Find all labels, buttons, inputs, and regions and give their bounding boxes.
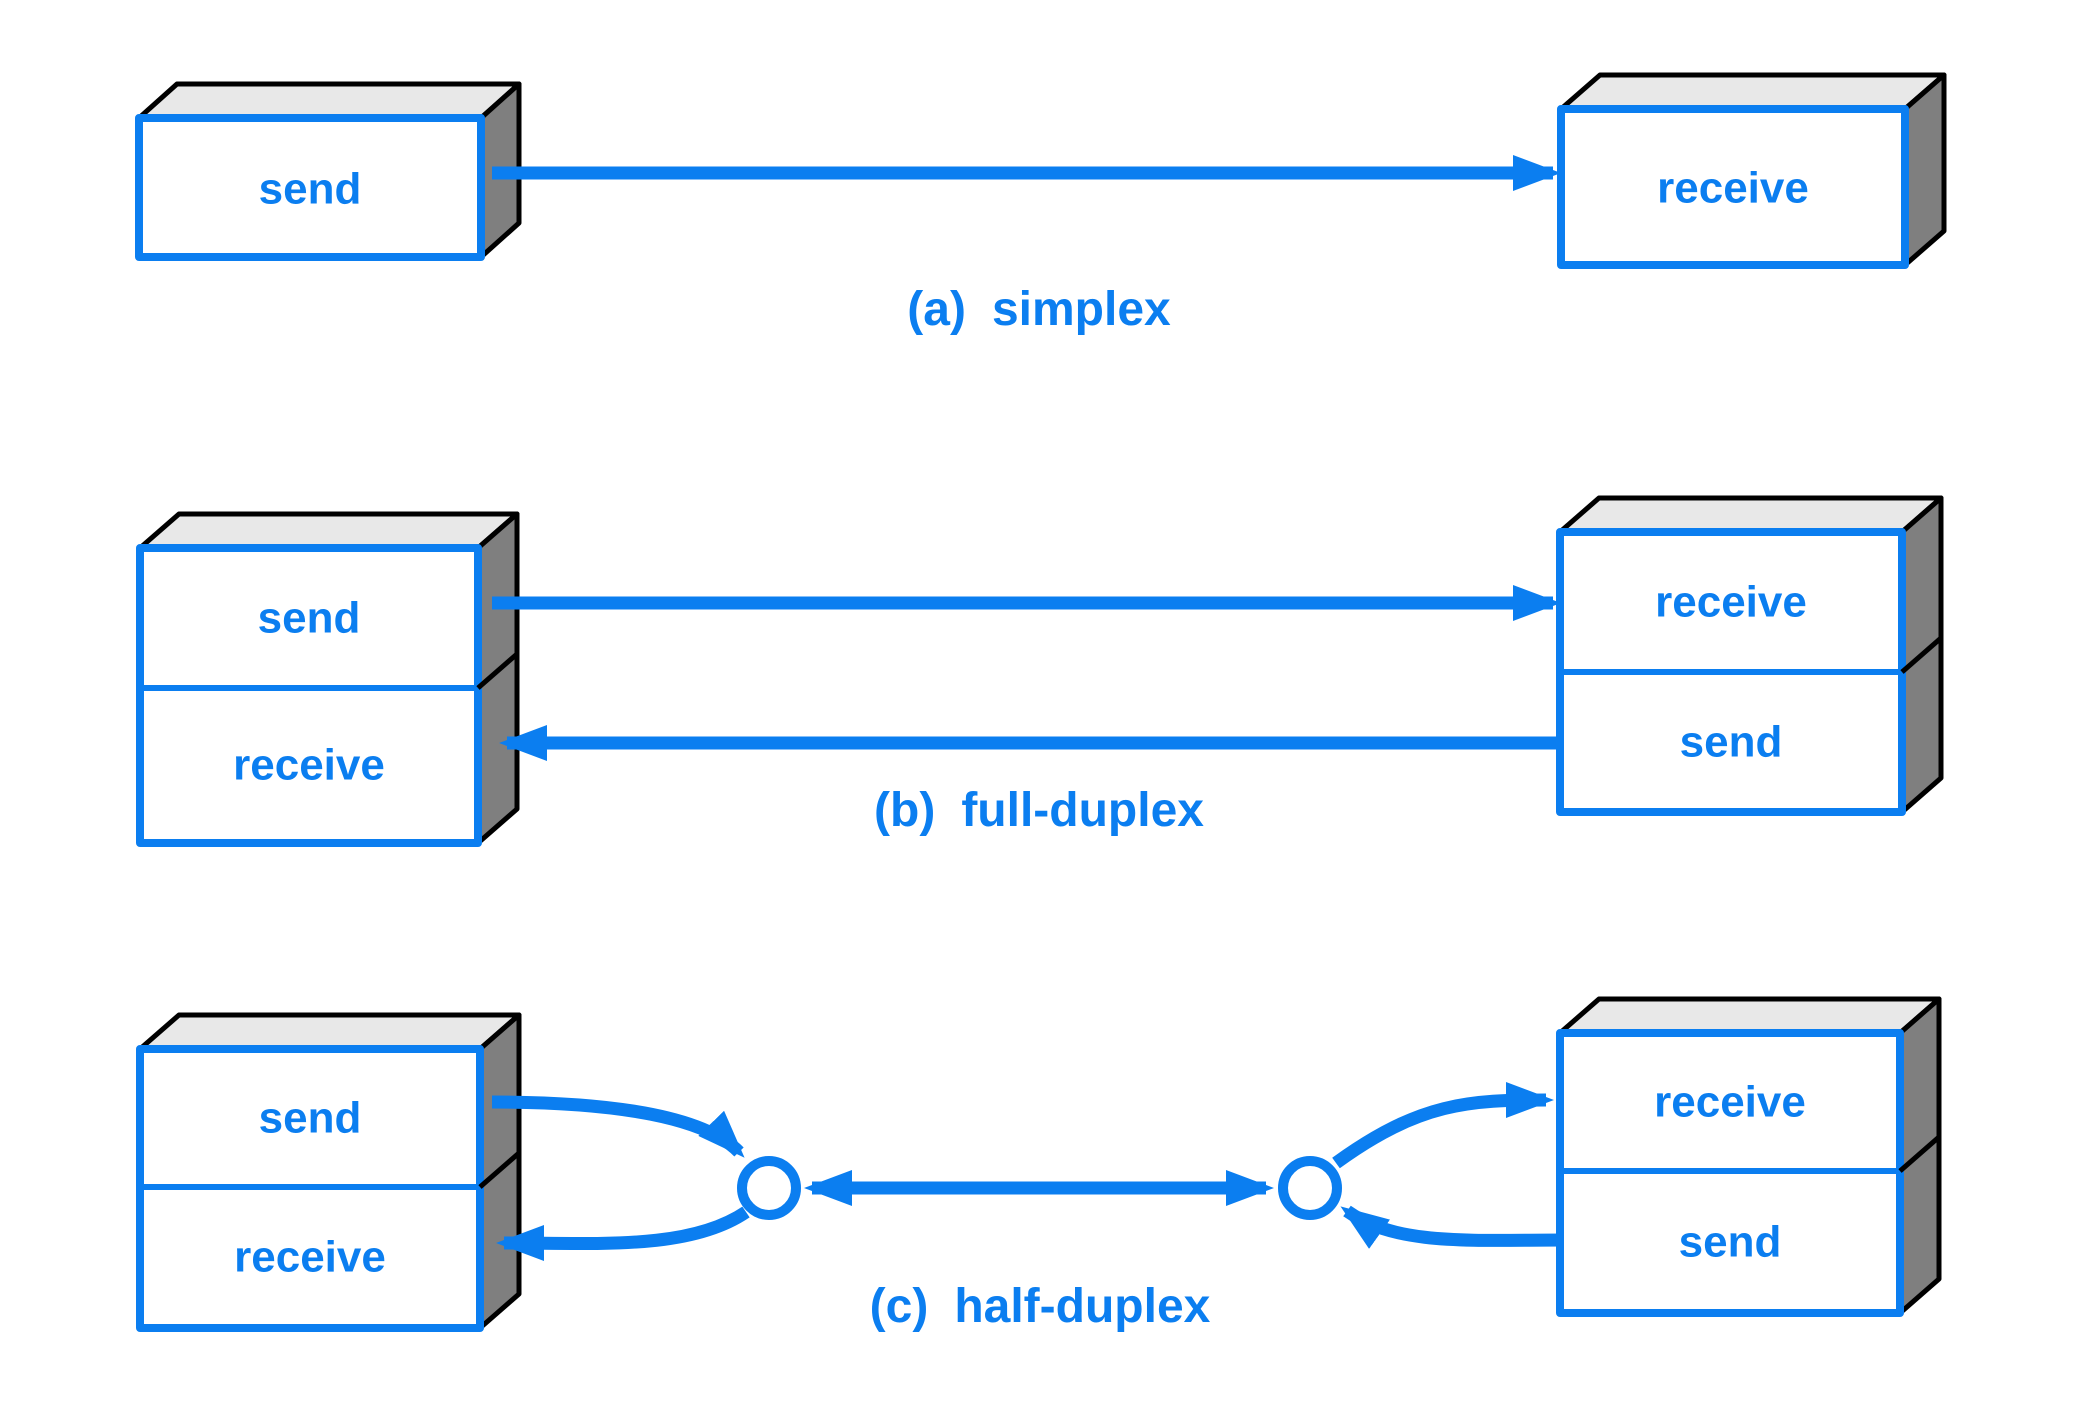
side-row-divider [478, 1151, 521, 1189]
half-duplex-right-stack: receive send [1556, 996, 1942, 1317]
send-label: send [259, 1094, 362, 1143]
half-duplex-right-send-arrow [1340, 1205, 1567, 1249]
left-junction-node [737, 1156, 801, 1220]
send-label: send [259, 165, 362, 214]
full-duplex-left-stack: send receive [136, 511, 520, 847]
full-duplex-right-stack: receive send [1556, 495, 1944, 816]
box-top-face [137, 1012, 522, 1052]
caption-full-duplex: (b) full-duplex [874, 784, 1204, 837]
receive-label: receive [1654, 1078, 1806, 1127]
simplex-sender-box: send [135, 81, 522, 261]
side-row-divider [476, 652, 519, 690]
box-front-face [135, 114, 485, 261]
caption-prefix: (c) [870, 1280, 929, 1333]
box-side-face [475, 511, 520, 846]
receive-label: receive [234, 1233, 386, 1282]
caption-text: simplex [992, 283, 1171, 336]
box-front-face [1557, 105, 1909, 269]
receive-label: receive [1655, 578, 1807, 627]
box-top-face [1557, 996, 1942, 1036]
send-label: send [1679, 1218, 1782, 1267]
half-duplex-left-send-arrow [491, 1095, 745, 1158]
box-front-face [136, 544, 482, 847]
side-row-divider [1898, 1135, 1941, 1173]
caption-text: full-duplex [961, 784, 1204, 837]
send-label: send [1680, 718, 1783, 767]
side-row-divider [1900, 636, 1943, 674]
box-side-face [1902, 72, 1947, 268]
caption-prefix: (b) [874, 784, 935, 837]
section-full-duplex: send receive receive send (b) full-duplex [136, 495, 1944, 847]
half-duplex-left-receive-arrow [496, 1206, 750, 1262]
box-top-face [137, 511, 520, 551]
box-top-face [1558, 72, 1947, 112]
right-junction-node [1278, 1156, 1342, 1220]
box-top-face [136, 81, 522, 121]
receive-label: receive [1657, 164, 1809, 213]
section-half-duplex: send receive receive send (c) half-duplex [136, 996, 1942, 1333]
section-simplex: send receive (a) simplex [135, 72, 1947, 336]
caption-text: half-duplex [954, 1280, 1210, 1333]
caption-simplex: (a) simplex [907, 283, 1171, 336]
caption-prefix: (a) [907, 283, 966, 336]
half-duplex-right-receive-arrow [1332, 1082, 1554, 1169]
send-label: send [258, 594, 361, 643]
box-top-face [1557, 495, 1944, 535]
simplex-receiver-box: receive [1557, 72, 1947, 269]
caption-half-duplex: (c) half-duplex [870, 1280, 1211, 1333]
receive-label: receive [233, 741, 385, 790]
half-duplex-left-stack: send receive [136, 1012, 522, 1332]
